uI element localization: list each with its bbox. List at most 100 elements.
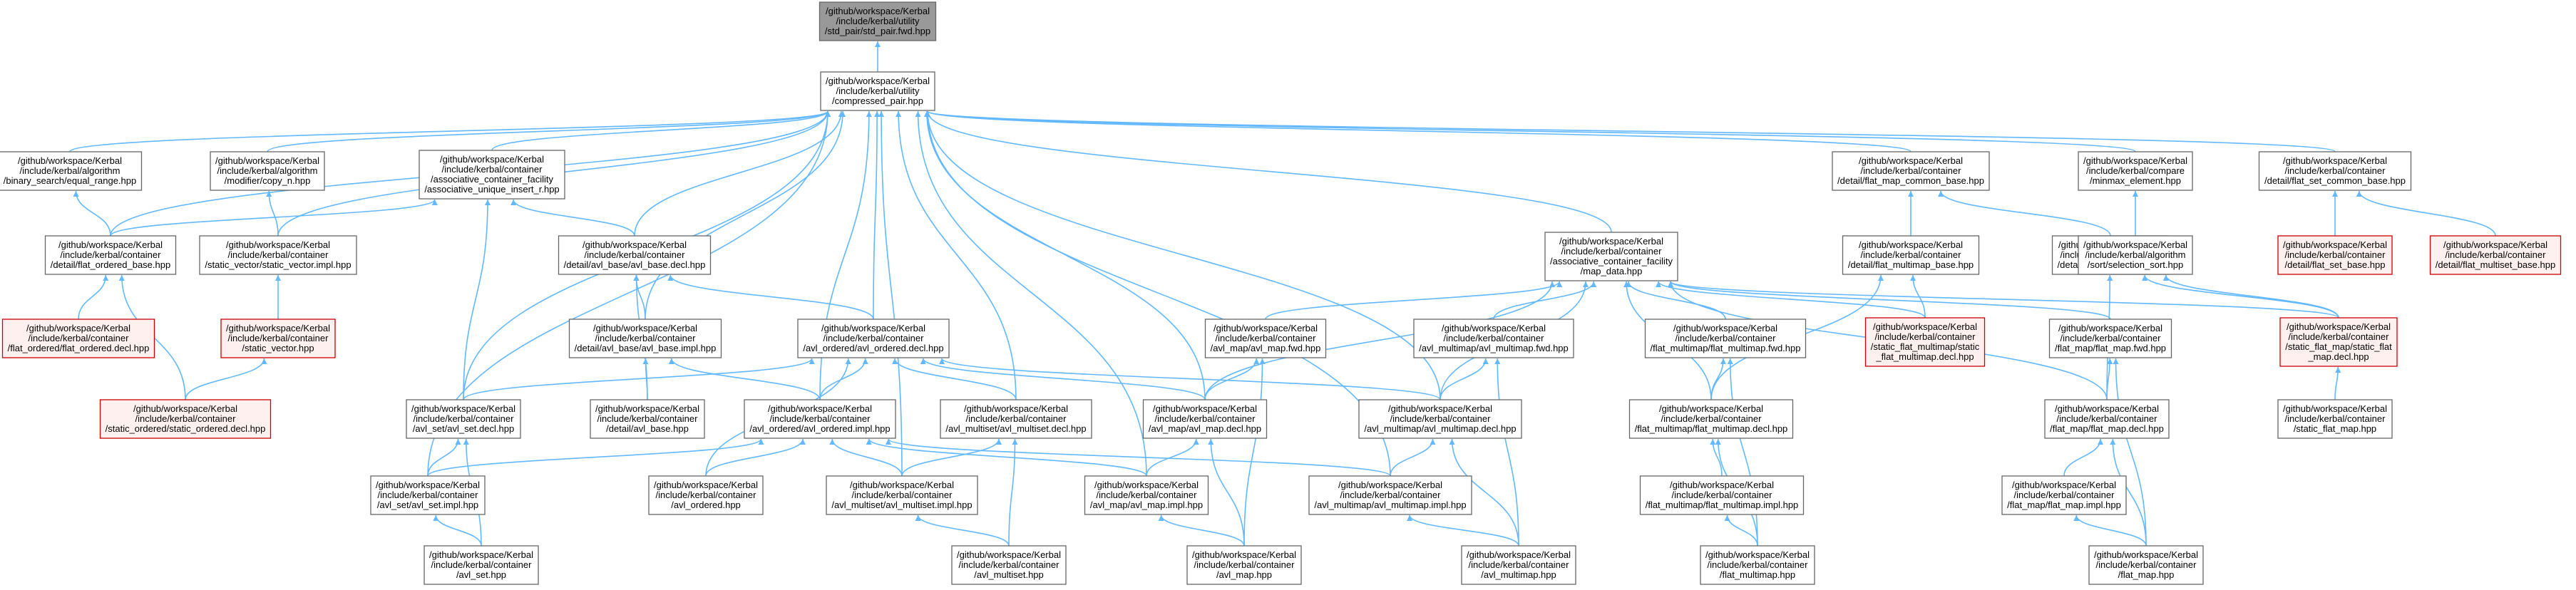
node-static-flat-map-decl[interactable]: /github/workspace/Kerbal/include/kerbal/… <box>2279 317 2398 367</box>
node-label-line: /minmax_element.hpp <box>2090 175 2181 186</box>
edge-layer <box>69 41 2496 547</box>
edge-avl-multiset-hpp-to-avl-multiset-impl <box>915 514 1010 547</box>
edge-flat-ordered-base-to-equal-range <box>73 190 111 237</box>
node-label-line: /github/workspace/Kerbal <box>1559 236 1663 247</box>
edge-copy-n-to-compressed-pair <box>267 110 831 152</box>
node-label-line: /include/kerbal/container <box>656 490 757 500</box>
node-label-line: /modifier/copy_n.hpp <box>225 175 311 186</box>
node-avl-multiset-decl[interactable]: /github/workspace/Kerbal/include/kerbal/… <box>940 399 1092 439</box>
node-label-line: /github/workspace/Kerbal <box>654 480 758 490</box>
node-label-line: /github/workspace/Kerbal <box>957 549 1061 560</box>
node-label-line: /include/kerbal/container <box>1672 490 1773 500</box>
edge-flat-multimap-hpp-to-flat-multimap-impl <box>1724 514 1758 547</box>
node-label-line: /detail/flat_multimap_base.hpp <box>1848 259 1974 270</box>
edge-avl-set-decl-to-assoc-unique <box>463 199 491 400</box>
node-avl-set-hpp[interactable]: /github/workspace/Kerbal/include/kerbal/… <box>424 545 539 585</box>
node-flat-ordered-decl[interactable]: /github/workspace/Kerbal/include/kerbal/… <box>1 319 155 358</box>
node-avl-multimap-decl[interactable]: /github/workspace/Kerbal/include/kerbal/… <box>1358 399 1522 439</box>
node-static-ordered-decl[interactable]: /github/workspace/Kerbal/include/kerbal/… <box>99 399 272 439</box>
node-selection-sort[interactable]: /github/workspace/Kerbal/include/kerbal/… <box>2078 235 2193 275</box>
node-label-line: /include/kerbal/container <box>2285 165 2386 176</box>
node-static-vector[interactable]: /github/workspace/Kerbal/include/kerbal/… <box>220 319 336 358</box>
node-flat-set-base[interactable]: /github/workspace/Kerbal/include/kerbal/… <box>2277 235 2393 275</box>
node-label-line: /github/workspace/Kerbal <box>440 154 544 165</box>
node-box <box>1842 235 1980 275</box>
node-box <box>406 399 521 439</box>
node-label-line: /include/kerbal/container <box>1875 331 1976 342</box>
node-avl-map-impl[interactable]: /github/workspace/Kerbal/include/kerbal/… <box>1084 475 1209 515</box>
node-label-line: /include/kerbal/container <box>2446 249 2547 260</box>
edge-flat-set-common-base-to-compressed-pair <box>925 110 2336 152</box>
node-static-flat-map[interactable]: /github/workspace/Kerbal/include/kerbal/… <box>2277 399 2393 439</box>
edge-avl-multimap-decl-to-avl-ordered-decl <box>939 358 1441 400</box>
node-avl-multiset-hpp[interactable]: /github/workspace/Kerbal/include/kerbal/… <box>951 545 1067 585</box>
node-static-vector-impl[interactable]: /github/workspace/Kerbal/include/kerbal/… <box>199 235 357 275</box>
node-std-pair-fwd[interactable]: /github/workspace/Kerbal/include/kerbal/… <box>819 1 937 41</box>
node-label-line: /flat_multimap/flat_multimap.impl.hpp <box>1646 500 1799 510</box>
node-label-line: /github/workspace/Kerbal <box>1442 323 1546 333</box>
node-avl-base-hpp[interactable]: /github/workspace/Kerbal/include/kerbal/… <box>590 399 705 439</box>
edge-avl-multimap-decl-to-avl-multimap-fwd <box>1440 358 1489 400</box>
edge-flat-map-decl-to-flat-map-fwd <box>2106 358 2113 400</box>
node-map-data[interactable]: /github/workspace/Kerbal/include/kerbal/… <box>1544 232 1678 281</box>
node-assoc-unique[interactable]: /github/workspace/Kerbal/include/kerbal/… <box>419 150 565 200</box>
node-avl-ordered-hpp[interactable]: /github/workspace/Kerbal/include/kerbal/… <box>648 475 764 515</box>
edge-avl-multimap-decl-to-compressed-pair <box>925 110 1441 400</box>
edge-avl-multiset-hpp-to-avl-multiset-decl <box>1008 438 1018 547</box>
node-avl-set-decl[interactable]: /github/workspace/Kerbal/include/kerbal/… <box>406 399 521 439</box>
node-label-line: /static_flat_map.hpp <box>2294 423 2376 434</box>
node-avl-map-fwd[interactable]: /github/workspace/Kerbal/include/kerbal/… <box>1204 319 1327 358</box>
node-box <box>1832 151 1990 191</box>
node-flat-map-impl[interactable]: /github/workspace/Kerbal/include/kerbal/… <box>2001 475 2127 515</box>
node-avl-ordered-impl[interactable]: /github/workspace/Kerbal/include/kerbal/… <box>744 399 896 439</box>
edge-equal-range-to-compressed-pair <box>69 110 831 152</box>
node-flat-map-common-base[interactable]: /github/workspace/Kerbal/include/kerbal/… <box>1832 151 1990 191</box>
node-label-line: /github/workspace/Kerbal <box>2055 403 2159 414</box>
node-minmax-element[interactable]: /github/workspace/Kerbal/include/kerbal/… <box>2078 151 2193 191</box>
node-label-line: /include/kerbal/container <box>2289 331 2390 342</box>
node-static-flat-multimap-decl[interactable]: /github/workspace/Kerbal/include/kerbal/… <box>1864 317 1986 367</box>
node-flat-ordered-base[interactable]: /github/workspace/Kerbal/include/kerbal/… <box>44 235 177 275</box>
node-flat-multimap-hpp[interactable]: /github/workspace/Kerbal/include/kerbal/… <box>1700 545 1815 585</box>
node-label-line: /detail/avl_base.hpp <box>606 423 689 434</box>
node-avl-base-impl[interactable]: /github/workspace/Kerbal/include/kerbal/… <box>568 319 722 358</box>
node-flat-multimap-base[interactable]: /github/workspace/Kerbal/include/kerbal/… <box>1842 235 1980 275</box>
edge-flat-map-hpp-to-flat-map-decl <box>2110 438 2147 547</box>
node-avl-base-decl[interactable]: /github/workspace/Kerbal/include/kerbal/… <box>558 235 712 275</box>
node-avl-ordered-decl[interactable]: /github/workspace/Kerbal/include/kerbal/… <box>797 319 950 358</box>
node-box <box>1142 399 1268 439</box>
node-label-line: /include/kerbal/container <box>823 333 925 343</box>
node-label-line: /include/kerbal/algorithm <box>217 165 318 176</box>
node-avl-multimap-hpp[interactable]: /github/workspace/Kerbal/include/kerbal/… <box>1461 545 1576 585</box>
node-flat-multimap-decl[interactable]: /github/workspace/Kerbal/include/kerbal/… <box>1628 399 1794 439</box>
node-flat-map-decl[interactable]: /github/workspace/Kerbal/include/kerbal/… <box>2044 399 2170 439</box>
node-label-line: /github/workspace/Kerbal <box>1705 549 1810 560</box>
node-avl-multiset-impl[interactable]: /github/workspace/Kerbal/include/kerbal/… <box>826 475 978 515</box>
node-label-line: /include/kerbal/container <box>61 249 162 260</box>
node-avl-multimap-fwd[interactable]: /github/workspace/Kerbal/include/kerbal/… <box>1413 319 1574 358</box>
edge-avl-set-impl-to-avl-ordered-impl <box>427 438 764 477</box>
node-avl-set-impl[interactable]: /github/workspace/Kerbal/include/kerbal/… <box>370 475 486 515</box>
node-compressed-pair[interactable]: /github/workspace/Kerbal/include/kerbal/… <box>820 71 935 111</box>
node-box <box>1644 319 1807 358</box>
node-label-line: /include/kerbal/container <box>1469 559 1570 570</box>
node-avl-map-decl[interactable]: /github/workspace/Kerbal/include/kerbal/… <box>1142 399 1268 439</box>
node-copy-n[interactable]: /github/workspace/Kerbal/include/kerbal/… <box>210 151 325 191</box>
edge-avl-ordered-impl-to-avl-ordered-decl <box>819 358 868 400</box>
node-flat-multimap-fwd[interactable]: /github/workspace/Kerbal/include/kerbal/… <box>1644 319 1807 358</box>
node-label-line: /github/workspace/Kerbal <box>850 480 954 490</box>
node-flat-map-fwd[interactable]: /github/workspace/Kerbal/include/kerbal/… <box>2048 319 2172 358</box>
node-label-line: /sort/selection_sort.hpp <box>2088 259 2183 270</box>
node-label-line: /github/workspace/Kerbal <box>1659 403 1763 414</box>
node-equal-range[interactable]: /github/workspace/Kerbal/include/kerbal/… <box>0 151 143 191</box>
node-label-line: /github/workspace/Kerbal <box>226 323 330 333</box>
node-label-line: /github/workspace/Kerbal <box>768 403 872 414</box>
node-label-line: /github/workspace/Kerbal <box>1338 480 1442 490</box>
node-flat-multiset-base[interactable]: /github/workspace/Kerbal/include/kerbal/… <box>2429 235 2562 275</box>
node-flat-map-hpp[interactable]: /github/workspace/Kerbal/include/kerbal/… <box>2088 545 2204 585</box>
node-flat-multimap-impl[interactable]: /github/workspace/Kerbal/include/kerbal/… <box>1639 475 1805 515</box>
node-avl-map-hpp[interactable]: /github/workspace/Kerbal/include/kerbal/… <box>1186 545 1302 585</box>
node-avl-multimap-impl[interactable]: /github/workspace/Kerbal/include/kerbal/… <box>1308 475 1472 515</box>
node-flat-set-common-base[interactable]: /github/workspace/Kerbal/include/kerbal/… <box>2258 151 2412 191</box>
edge-flat-map-base-to-flat-map-common-base <box>1938 190 2111 237</box>
